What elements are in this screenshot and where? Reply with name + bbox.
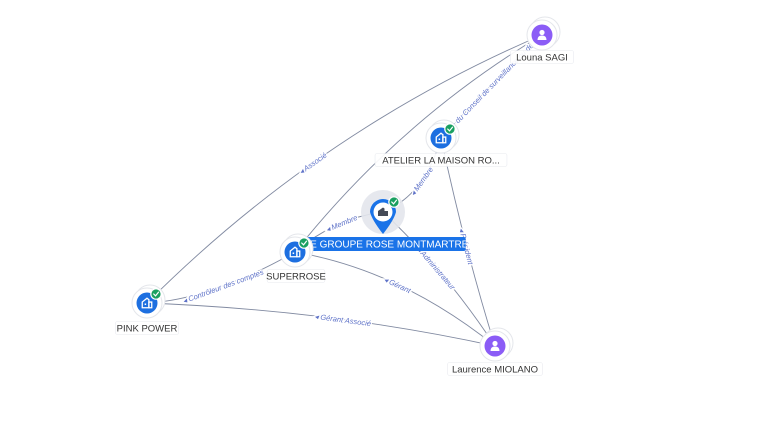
person-icon xyxy=(537,29,547,40)
edge-label-text: ◂ Administrateur xyxy=(415,245,457,292)
laurence-label-text: Laurence MIOLANO xyxy=(452,365,538,376)
edge-label-superrose-gie: ◂ Membre xyxy=(323,212,360,236)
verified-check-icon xyxy=(298,237,310,249)
laurence-label[interactable]: Laurence MIOLANO xyxy=(447,362,543,376)
edge-label-text: ◂ Gérant Associé xyxy=(314,312,372,328)
atelier-label[interactable]: ATELIER LA MAISON RO... xyxy=(374,153,508,167)
edge-pinkpower-laurence[interactable] xyxy=(146,302,496,347)
gie-label-text: GIE GROUPE ROSE MONTMARTRE xyxy=(300,240,469,251)
edge-label-gie-laurence: ◂ Administrateur xyxy=(414,244,459,294)
pinkpower-label-text: PINK POWER xyxy=(117,324,178,335)
node-superrose[interactable]: SUPERROSE xyxy=(266,233,326,283)
edge-label-text: ◂ Membre xyxy=(324,213,358,234)
edge-label-pinkpower-laurence: ◂ Gérant Associé xyxy=(313,311,373,330)
edge-label-superrose-pinkpower: ◂ Contrôleur des comptes xyxy=(180,266,266,307)
node-atelier-la-maison-ro[interactable]: ATELIER LA MAISON RO... xyxy=(374,119,508,167)
louna-label-text: Louna SAGI xyxy=(516,53,568,64)
node-pink-power[interactable]: PINK POWER xyxy=(115,284,179,335)
superrose-label-text: SUPERROSE xyxy=(266,272,326,283)
edge-label-text: ◂ Contrôleur des comptes xyxy=(181,267,265,305)
node-louna-sagi[interactable]: Louna SAGI xyxy=(510,16,574,64)
edge-label-text: ◂ Gérant xyxy=(382,275,413,296)
pinkpower-label[interactable]: PINK POWER xyxy=(115,321,179,335)
edge-label-text: ◂ Membre xyxy=(408,165,435,197)
gie-label[interactable]: GIE GROUPE ROSE MONTMARTRE xyxy=(300,237,469,251)
verified-check-icon xyxy=(444,123,456,135)
node-gie-groupe-rose-montmartre[interactable]: GIE GROUPE ROSE MONTMARTRE xyxy=(300,190,469,251)
building-icon xyxy=(435,132,447,144)
edge-gie-laurence[interactable] xyxy=(382,211,496,347)
louna-label[interactable]: Louna SAGI xyxy=(510,50,574,64)
edge-louna-superrose[interactable] xyxy=(294,34,543,253)
edge-label-superrose-laurence: ◂ Gérant xyxy=(381,274,414,297)
edge-label-text: ◂ Associé xyxy=(297,151,328,177)
verified-check-icon xyxy=(150,288,162,300)
building-icon xyxy=(141,297,153,309)
atelier-label-text: ATELIER LA MAISON RO... xyxy=(382,156,500,167)
edges-layer xyxy=(146,34,543,347)
person-icon xyxy=(490,340,500,351)
edge-labels-layer: ◂ Associé◂ Membre du Conseil de surveill… xyxy=(180,21,555,330)
superrose-label[interactable]: SUPERROSE xyxy=(266,269,326,283)
edge-louna-pinkpower[interactable] xyxy=(146,34,543,304)
edge-label-louna-pinkpower: ◂ Associé xyxy=(296,149,330,177)
edge-label-atelier-gie: ◂ Membre xyxy=(407,164,436,199)
building-icon xyxy=(289,246,301,258)
edge-superrose-laurence[interactable] xyxy=(294,251,496,347)
verified-check-icon xyxy=(388,196,400,208)
nodes-layer: GIE GROUPE ROSE MONTMARTRE SUPERROSE ATELI… xyxy=(115,16,574,376)
node-laurence-miolano[interactable]: Laurence MIOLANO xyxy=(447,327,543,376)
building-icon xyxy=(378,207,388,216)
